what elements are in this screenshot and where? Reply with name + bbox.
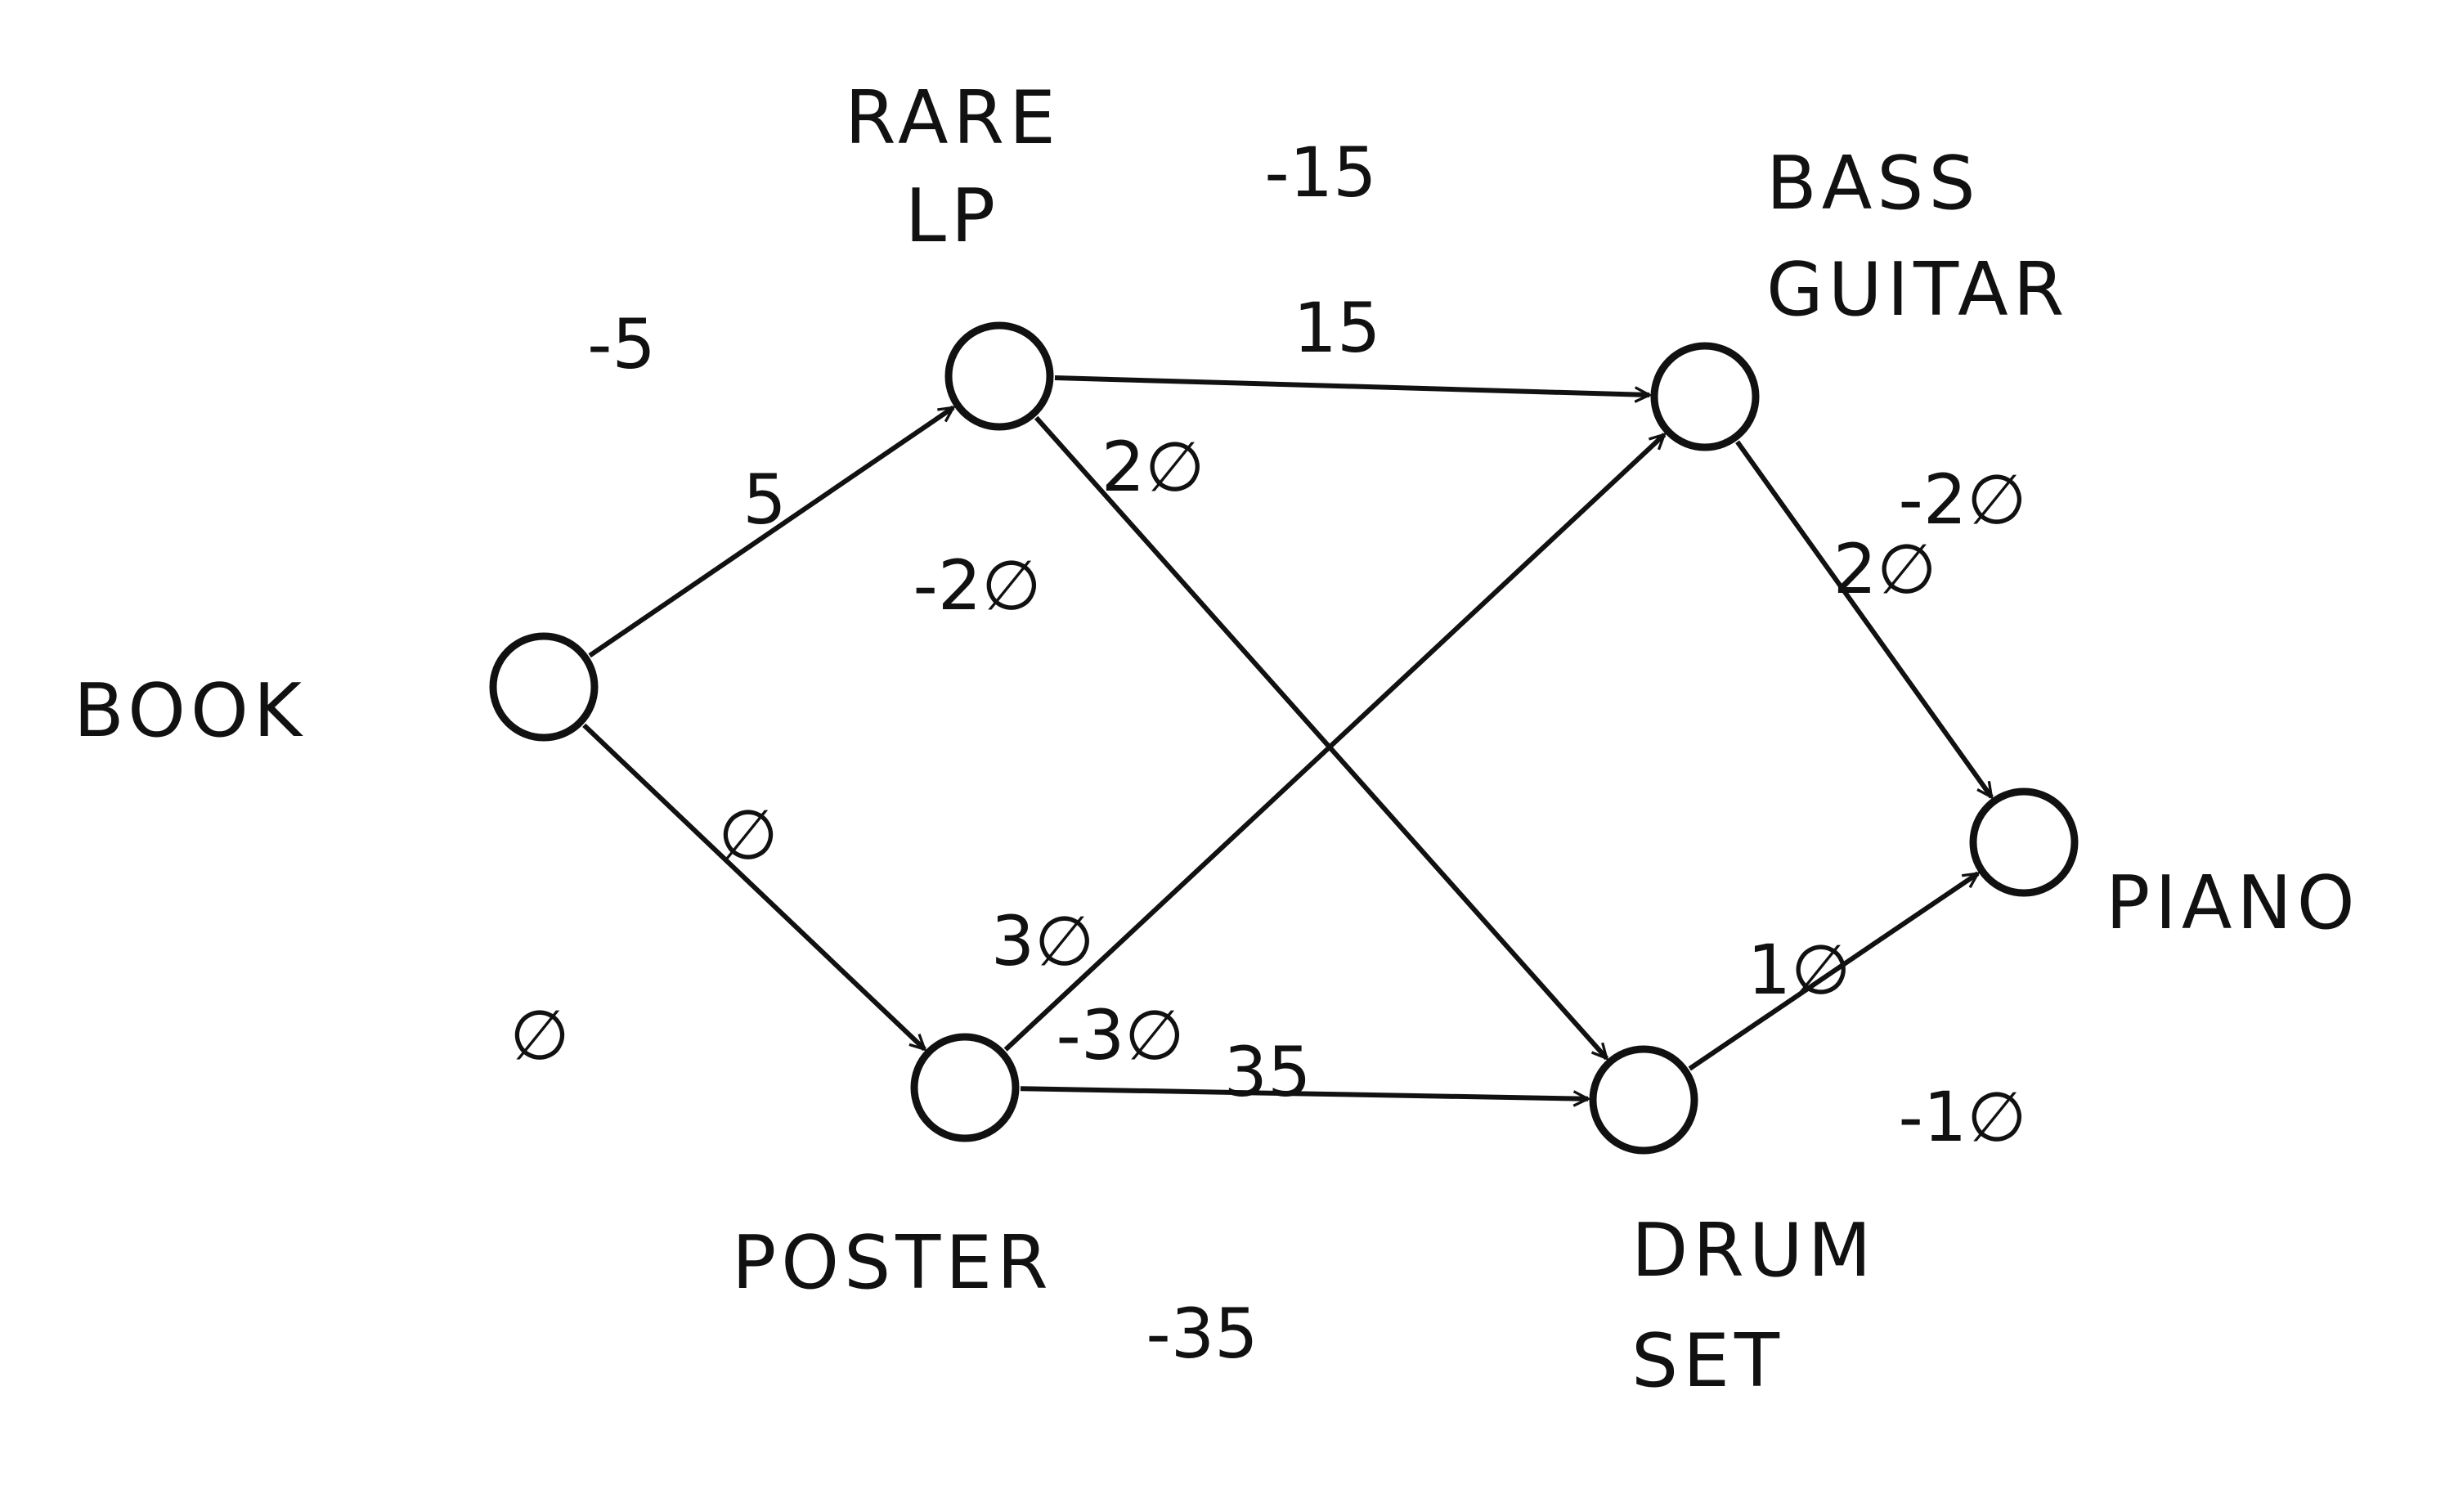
node-bass-guitar (1650, 342, 1760, 451)
edge-rare-lp-to-bass-guitar (1054, 375, 1649, 395)
edge-weight-book-to-poster: ∅ (718, 795, 778, 875)
edge-weight-drum-set-to-piano: 1∅ (1747, 930, 1851, 1010)
edge-weight-drum-set-to-rare-lp: -2∅ (913, 545, 1042, 626)
edge-weight-bass-guitar-to-piano: 2∅ (1833, 529, 1937, 609)
node-label-rare-lp-line-2: LP (905, 173, 1000, 259)
node-poster (910, 1033, 1020, 1142)
edge-weight-piano-to-drum-set: -1∅ (1899, 1077, 2027, 1157)
node-label-drum-set-line-2: SET (1631, 1318, 1784, 1404)
node-drum-set (1589, 1045, 1698, 1155)
edge-weight-drum-set-to-poster: -35 (1146, 1294, 1258, 1374)
edge-poster-to-bass-guitar (1003, 434, 1665, 1052)
edge-weight-piano-to-bass-guitar: -2∅ (1899, 460, 2027, 540)
node-rare-lp (944, 321, 1054, 431)
edge-book-to-poster (582, 723, 924, 1049)
edge-book-to-rare-lp (588, 405, 953, 658)
edges-layer (582, 375, 1994, 1099)
edge-rare-lp-to-drum-set (1034, 415, 1607, 1058)
edge-weight-rare-lp-to-drum-set: 2∅ (1101, 427, 1205, 507)
node-label-drum-set-line-1: DRUM (1631, 1208, 1876, 1294)
edge-weight-book-to-rare-lp: 5 (742, 460, 786, 540)
edge-drum-set-to-piano (1688, 871, 1977, 1071)
node-label-poster-line-1: POSTER (732, 1220, 1053, 1306)
edge-weight-poster-to-drum-set: 35 (1224, 1032, 1312, 1112)
node-label-rare-lp-line-1: RARE (845, 75, 1061, 161)
edge-bass-guitar-to-piano (1735, 440, 1994, 796)
node-label-piano-line-1: PIANO (2106, 860, 2360, 946)
node-label-book-line-1: BOOK (74, 668, 307, 754)
labels-layer: 5 ∅ 15 2∅ 3∅ 35 2∅ 1∅ -5 ∅ -15 -2∅ -3∅ -35 -2∅ -1∅ BOOK R… (74, 75, 2360, 1404)
nodes-layer (489, 321, 2079, 1155)
node-book (489, 632, 599, 742)
edge-weight-bass-guitar-to-poster: -3∅ (1057, 995, 1185, 1075)
edge-weight-bass-guitar-to-rare-lp: -15 (1264, 132, 1376, 213)
node-label-bass-guitar-line-2: GUITAR (1766, 247, 2069, 333)
edge-weight-poster-to-book: ∅ (509, 995, 569, 1075)
node-piano (1969, 787, 2079, 897)
edge-weight-poster-to-bass-guitar: 3∅ (991, 901, 1095, 981)
node-label-bass-guitar-line-1: BASS (1766, 141, 1981, 227)
edge-weight-rare-lp-to-bass-guitar: 15 (1294, 288, 1381, 368)
edge-weight-rare-lp-to-book: -5 (587, 304, 656, 384)
edge-poster-to-drum-set (1020, 1086, 1588, 1099)
